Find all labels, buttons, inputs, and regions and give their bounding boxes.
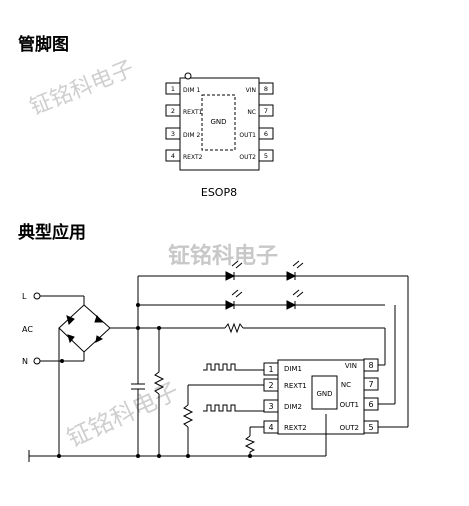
pin-label: REXT2 [183,154,203,161]
pwm-signal-2 [203,404,264,412]
ic-gnd-pad [311,375,338,410]
svg-text:REXT2: REXT2 [284,424,307,432]
led-string-2 [225,289,304,310]
package-pin-1: 1 DIM 1 [165,82,200,95]
package-pin-2: 2 REXT1 [165,104,203,117]
junction-dots [57,303,252,458]
input-n-label: N [22,357,28,366]
bridge-rectifier [58,296,138,456]
esop8-package: GND 1 DIM 1 2 REXT1 3 DIM 2 4 REXT2 8 VI… [165,72,274,171]
watermark-center: 钲铭科电子 [168,244,279,269]
svg-text:OUT2: OUT2 [340,424,359,432]
svg-text:3: 3 [268,402,273,411]
package-pin-3: 3 DIM 2 [165,127,200,140]
svg-text:4: 4 [268,423,273,432]
svg-text:8: 8 [368,361,373,370]
svg-text:1: 1 [268,365,273,374]
package-pin-5: 5 OUT2 [239,149,274,162]
pin-number: 8 [264,85,268,93]
pin-label: OUT2 [239,154,256,161]
pin-label: DIM 2 [183,132,200,139]
ic-body [277,359,365,435]
pin-number: 4 [171,152,175,160]
pin-label: DIM 1 [183,87,200,94]
package-pin-6: 6 OUT1 [239,127,274,140]
pin-label: REXT1 [183,109,203,116]
pin-number: 5 [264,152,268,160]
svg-text:REXT1: REXT1 [284,382,307,390]
svg-text:5: 5 [368,423,373,432]
typical-application-schematic [28,260,409,462]
schematic-labels: L AC N GND 1 DIM1 2 REXT1 3 DIM2 4 REXT2… [22,292,374,432]
input-ac-label: AC [22,325,33,334]
pin-number: 3 [171,130,175,138]
svg-text:6: 6 [368,400,373,409]
ic-gnd-label: GND [316,390,332,398]
pin-number: 6 [264,130,268,138]
pin-number: 2 [171,107,175,115]
pin-label: VIN [246,87,256,94]
package-pin-8: 8 VIN [246,82,274,95]
pwm-signal-1 [203,363,264,371]
package-name: ESOP8 [201,186,237,199]
pinout-heading: 管脚图 [18,35,69,55]
svg-text:DIM2: DIM2 [284,403,302,411]
pin-label: NC [247,109,256,116]
package-pin-4: 4 REXT2 [165,149,203,162]
svg-text:OUT1: OUT1 [340,401,359,409]
input-l-label: L [22,292,27,301]
svg-text:DIM1: DIM1 [284,365,302,373]
typical-application-heading: 典型应用 [18,223,86,243]
svg-text:2: 2 [268,381,273,390]
svg-text:7: 7 [368,380,373,389]
package-gnd-pad-label: GND [210,118,226,126]
package-pin-7: 7 NC [247,104,274,117]
svg-text:VIN: VIN [345,362,357,370]
pin-label: OUT1 [239,132,256,139]
pin-number: 1 [171,85,175,93]
pin-number: 7 [264,107,268,115]
led-string-1 [225,260,304,281]
svg-text:NC: NC [341,381,351,389]
